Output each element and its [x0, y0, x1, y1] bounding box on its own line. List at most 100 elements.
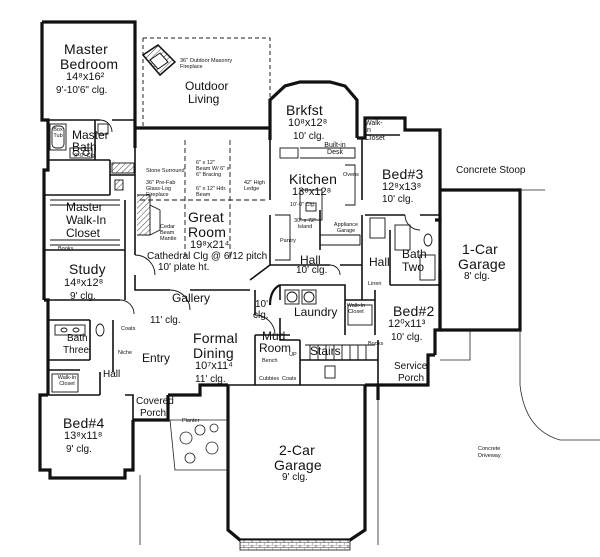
- mud-room-label-2: Room: [259, 341, 292, 355]
- kitchen-dims: 13⁸x12⁸: [292, 186, 332, 198]
- bed4-label: Bed#4: [63, 415, 105, 431]
- cubbies-label: Cubbies: [259, 376, 280, 382]
- study-dims: 14⁸x12⁸: [64, 277, 104, 289]
- formal-dining-label-2: Dining: [193, 345, 234, 361]
- gallery-clg: 11' clg.: [150, 315, 181, 326]
- brkfst-clg: 10' clg.: [293, 131, 325, 142]
- study-clg: 9' clg.: [70, 291, 96, 302]
- mud-room-clg-1: 10': [255, 299, 269, 310]
- hall-center-clg: 10' clg.: [296, 265, 328, 276]
- brkfst-label: Brkfst: [286, 102, 323, 118]
- pantry-label: Pantry: [280, 238, 296, 244]
- cedar-beam-note: Cedar Beam Mantle: [160, 224, 177, 243]
- mud-coats-label: Coats: [282, 376, 297, 382]
- beam-note-1: 6" x 12" Beam W/ 6" x 6" Bracing: [196, 160, 230, 179]
- hall-left-label: Hall: [103, 369, 121, 380]
- master-bath-clg: 9'-0" Clg.: [74, 153, 97, 159]
- ledge-note: 42" High Ledge: [244, 180, 265, 193]
- coats-label: Coats: [121, 326, 136, 332]
- laundry-label: Laundry: [294, 305, 338, 319]
- covered-porch-label-1: Covered: [136, 396, 174, 407]
- outdoor-living-outline: [142, 37, 271, 140]
- niche-label: Niche: [118, 350, 133, 356]
- formal-dining-clg: 11' clg.: [195, 374, 226, 385]
- study-books-label: Books: [58, 246, 74, 252]
- outdoor-fireplace-note: 36" Outdoor Masonry Fireplace: [180, 58, 233, 71]
- front-steps: [239, 539, 351, 551]
- stairs-up-label: UP: [289, 352, 297, 358]
- bath-three-label-1: Bath: [67, 333, 88, 344]
- outdoor-living-label-1: Outdoor: [185, 79, 229, 93]
- bench-label: Bench: [262, 358, 278, 364]
- exterior-walls: [38, 20, 522, 542]
- stairs-label: Stairs: [310, 344, 341, 358]
- master-bath-label-2: Bath: [72, 140, 97, 154]
- site-lines: [139, 189, 600, 545]
- bath-two-label-2: Two: [402, 260, 425, 274]
- bed2-dims: 12⁰x11³: [388, 318, 426, 330]
- appliance-garage-label: Appliance Garage: [333, 222, 359, 235]
- hall-center-label: Hall: [300, 253, 321, 267]
- fixtures: [49, 119, 436, 393]
- bath-two-label-1: Bath: [402, 247, 427, 261]
- mud-room-clg-2: clg.: [253, 310, 269, 321]
- island-label: 30" x 72" Island: [294, 218, 316, 231]
- laundry-curve: [268, 284, 281, 306]
- bath-three-label-2: Three: [63, 345, 90, 356]
- stone-surround-note: Stone Surround: [146, 168, 185, 174]
- bed4-clg: 9' clg.: [66, 444, 92, 455]
- outdoor-living-label-2: Living: [188, 92, 220, 106]
- box-tub-label: Box Tub: [53, 127, 63, 140]
- outdoor-fireplace: [141, 44, 177, 77]
- walk-in-closet-bed3-label: Walk-In Closet: [365, 120, 385, 142]
- great-room-dims: 19⁸x21⁴: [190, 239, 230, 251]
- one-car-garage-label-1: 1-Car: [462, 241, 499, 257]
- concrete-stoop-label: Concrete Stoop: [456, 165, 526, 176]
- one-car-garage-label-2: Garage: [458, 256, 506, 272]
- bed3-dims: 12⁸x13⁸: [382, 181, 422, 193]
- great-room-label-2: Room: [188, 224, 227, 240]
- beam-note-2: 6" x 12" Hdr. Beam: [196, 186, 227, 199]
- bed2-label: Bed#2: [393, 303, 435, 319]
- ovens-label: Ovens: [343, 172, 359, 178]
- gallery-label: Gallery: [172, 291, 211, 305]
- hall-right-label: Hall: [369, 255, 390, 269]
- bed3-label: Bed#3: [382, 166, 424, 182]
- great-room-clg-1: Cathedral Clg @ 6/12 pitch: [147, 251, 268, 262]
- planter: [169, 419, 229, 471]
- entry-label: Entry: [142, 351, 171, 365]
- master-bedroom-clg: 9'-10'6" clg.: [56, 85, 108, 96]
- driveway-label-2: Driveway: [478, 453, 501, 459]
- books-right-label: Books: [368, 341, 384, 347]
- walk-in-closet-bed2-label: Walk-In Closet: [346, 303, 366, 316]
- two-car-garage-clg: 9' clg.: [282, 472, 308, 483]
- great-room-label-1: Great: [188, 209, 225, 225]
- master-bedroom-label-2: Bedroom: [60, 56, 119, 72]
- linen-label: Linen: [368, 281, 382, 287]
- mud-room-label-1: Mud: [262, 329, 286, 343]
- formal-dining-label-1: Formal: [193, 330, 238, 346]
- bed3-clg: 10' clg.: [382, 194, 414, 205]
- bed2-clg: 10' clg.: [391, 332, 423, 343]
- interior-walls: [42, 119, 440, 420]
- master-closet-label-2: Walk-In: [66, 213, 107, 227]
- covered-porch-label-2: Porch: [140, 408, 167, 419]
- bed4-dims: 13⁸x11⁸: [64, 430, 103, 442]
- fireplace-note: 36" Pre-Fab Glass-Log Fireplace: [146, 180, 176, 199]
- service-porch-label-1: Service: [394, 361, 428, 372]
- great-room-clg-2: 10' plate ht.: [158, 262, 210, 273]
- master-bath-label-1: Master: [72, 128, 109, 142]
- study-label: Study: [69, 261, 106, 277]
- walk-in-closet-bed4-label: Walk-In Closet: [57, 375, 77, 388]
- master-closet-label-1: Master: [66, 200, 103, 214]
- driveway-label-1: Concrete: [478, 446, 501, 452]
- built-in-desk-label: Built-in Desk: [324, 142, 346, 157]
- service-porch-label-2: Porch: [398, 373, 425, 384]
- kitchen-clg: 10'-0" Clg.: [290, 202, 316, 208]
- master-bedroom-dims: 14⁸x16²: [66, 71, 105, 83]
- planter-label: Planter: [182, 418, 200, 424]
- two-car-garage-label-2: Garage: [274, 457, 322, 473]
- two-car-garage-label-1: 2-Car: [279, 442, 316, 458]
- one-car-garage-clg: 8' clg.: [464, 271, 490, 282]
